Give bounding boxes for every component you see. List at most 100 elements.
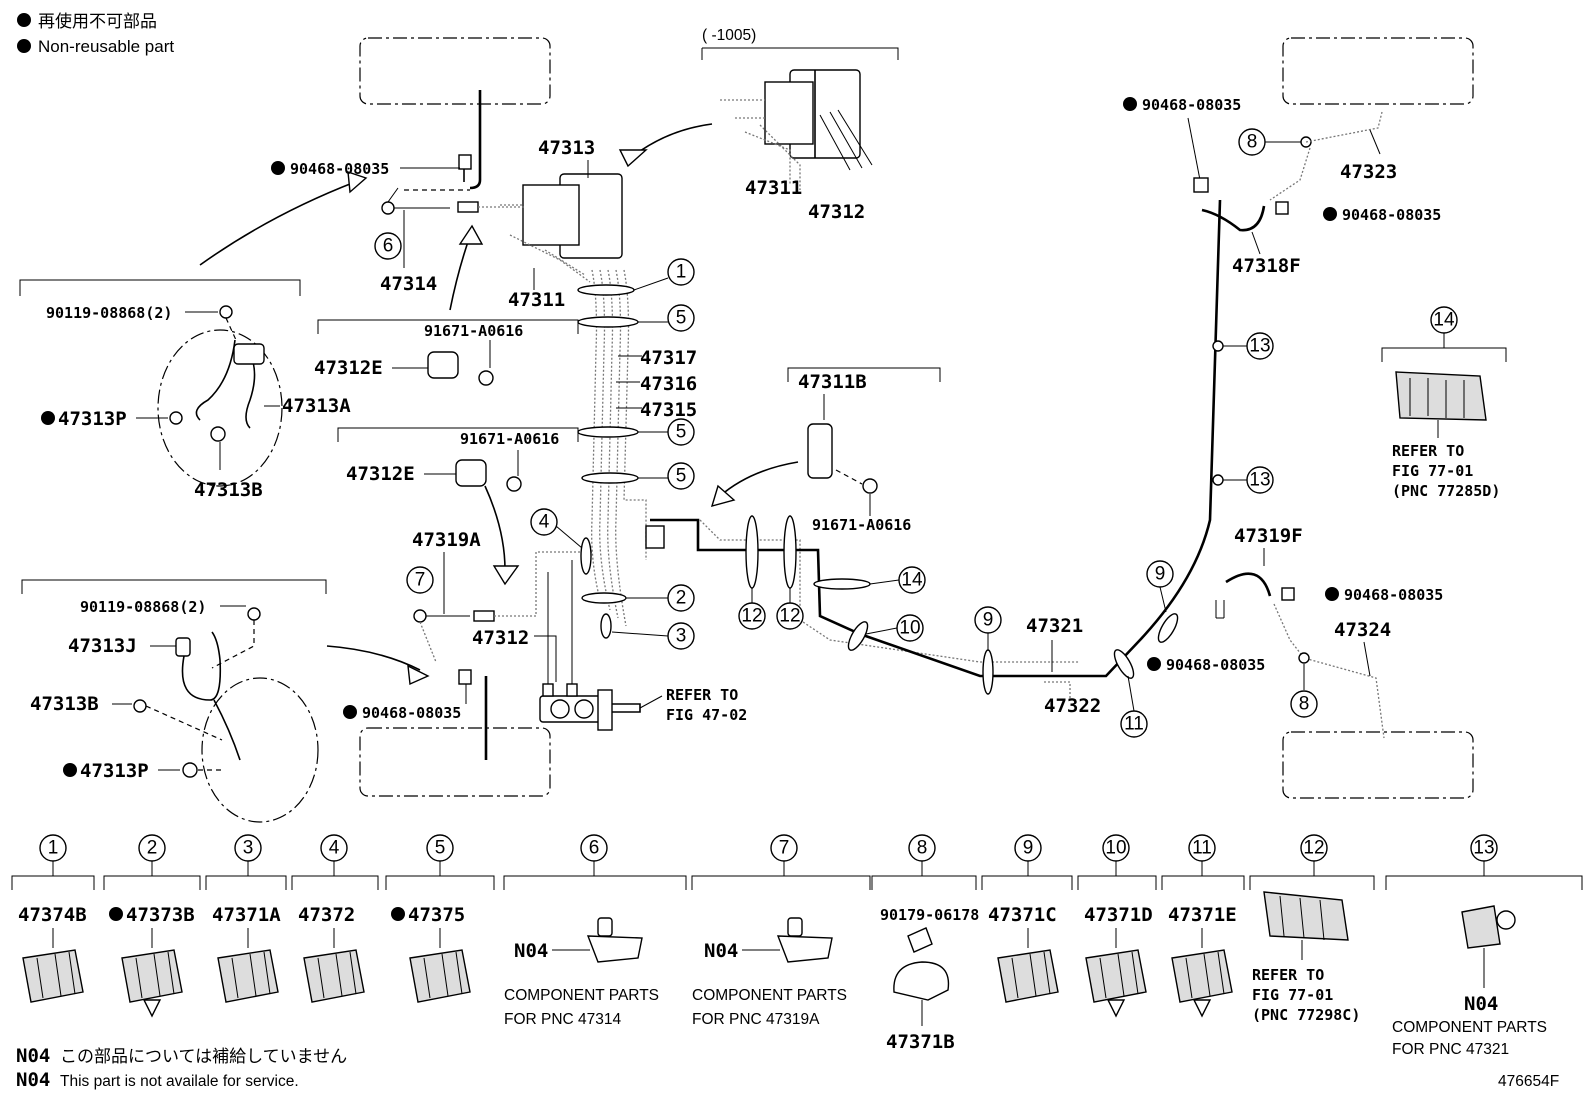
catalogue-cap1: COMPONENT PARTS bbox=[692, 987, 847, 1004]
callout-6-top: 6 bbox=[383, 236, 394, 257]
callout-14-main: 14 bbox=[901, 570, 923, 591]
catalogue-n04: N04 bbox=[1464, 993, 1498, 1015]
wheel-outlines bbox=[359, 37, 1474, 799]
rear-right-assembly: 47319F 90468-08035 90468-08035 8 47324 bbox=[1147, 525, 1443, 739]
refer-7701-c: (PNC 77285D) bbox=[1392, 482, 1500, 500]
wheel-front-left bbox=[359, 37, 551, 105]
bracket-lower: 91671-A0616 47312E bbox=[337, 427, 579, 492]
catalogue-callout-text-4: 4 bbox=[329, 838, 340, 859]
catalogue-callout-text-11: 11 bbox=[1192, 838, 1212, 859]
wheel-front-right bbox=[1282, 37, 1474, 105]
catalogue-callout-text-7: 7 bbox=[779, 838, 790, 859]
refer-4702-b: FIG 47-02 bbox=[666, 706, 747, 724]
label-90468-b: 90468-08035 bbox=[362, 704, 461, 722]
catalogue-cap1: COMPONENT PARTS bbox=[1392, 1019, 1547, 1036]
label-47313B-a: 47313B bbox=[194, 479, 263, 501]
catalogue-cap2: FOR PNC 47321 bbox=[1392, 1041, 1509, 1058]
footer-n04-jp: N04 bbox=[16, 1045, 50, 1067]
catalogue-pn: 47373B bbox=[126, 904, 195, 926]
catalogue-n04: N04 bbox=[514, 940, 548, 962]
callout-8-bottom: 8 bbox=[1299, 694, 1310, 715]
catalogue-pn: 47374B bbox=[18, 904, 87, 926]
catalogue-callout-text-8: 8 bbox=[917, 838, 928, 859]
catalogue-cap2: FOR PNC 47314 bbox=[504, 1011, 622, 1028]
callout-14-top: 14 bbox=[1433, 310, 1455, 331]
catalogue-cap1: COMPONENT PARTS bbox=[504, 987, 659, 1004]
footer: N04 この部品については補給していません N04 This part is n… bbox=[16, 1045, 1559, 1091]
caliper-group-upper: 90119-08868(2) 47313P 47313A 47313B bbox=[19, 279, 351, 501]
label-90468-f: 90468-08035 bbox=[1166, 656, 1265, 674]
caliper-group-lower: 90119-08868(2) 47313J 47313B 47313P bbox=[21, 579, 327, 823]
refer-7701-b: FIG 77-01 bbox=[1392, 462, 1473, 480]
label-90468-a: 90468-08035 bbox=[290, 160, 389, 178]
label-91671-a: 91671-A0616 bbox=[424, 322, 523, 340]
bracket-upper: 91671-A0616 47312E bbox=[314, 319, 579, 386]
lower-bundle-clamps: 4 bbox=[530, 508, 1080, 663]
label-47311-main: 47311 bbox=[508, 289, 565, 311]
catalogue-callout-text-6: 6 bbox=[589, 838, 600, 859]
label-47319F: 47319F bbox=[1234, 525, 1303, 547]
catalogue-callout-text-2: 2 bbox=[147, 838, 158, 859]
catalogue-pn: 47371C bbox=[988, 904, 1057, 926]
label-47311B: 47311B bbox=[798, 371, 867, 393]
bracket-47311B: 47311B 91671-A0616 bbox=[787, 367, 941, 534]
callout-10-main: 10 bbox=[899, 618, 920, 639]
label-47313: 47313 bbox=[538, 137, 595, 159]
master-cylinder: REFER TO FIG 47-02 bbox=[539, 560, 747, 731]
label-47313P-b: 47313P bbox=[80, 760, 149, 782]
label-47317: 47317 bbox=[640, 347, 697, 369]
callout-4-main: 4 bbox=[539, 512, 550, 533]
footer-n04-en: N04 bbox=[16, 1069, 50, 1091]
footer-jp: この部品については補給していません bbox=[60, 1047, 347, 1066]
callout-5-c: 5 bbox=[676, 466, 687, 487]
brake-line-bundle: 47317 47316 47315 47311 bbox=[508, 268, 697, 627]
front-left-assembly: 90468-08035 6 47314 bbox=[271, 90, 524, 295]
catalogue-pn: 47371E bbox=[1168, 904, 1237, 926]
catalogue-item-2: 2 47373B bbox=[103, 834, 201, 1018]
catalogue-callout-text-13: 13 bbox=[1473, 838, 1494, 859]
bottom-parts-row: 147374B247373B347371A4473725473756N04COM… bbox=[11, 834, 1583, 1058]
label-47316: 47316 bbox=[640, 373, 697, 395]
label-47311-inset: 47311 bbox=[745, 177, 802, 199]
label-47314: 47314 bbox=[380, 273, 437, 295]
catalogue-item-4: 4 47372 bbox=[291, 834, 379, 1003]
label-90468-c: 90468-08035 bbox=[1142, 96, 1241, 114]
callout-12-b: 12 bbox=[779, 606, 800, 627]
rear-left-assembly: 47319A 7 47312 90468-08035 bbox=[343, 529, 592, 760]
catalogue-pn: 47371D bbox=[1084, 904, 1153, 926]
catalogue-ref-0: REFER TO bbox=[1252, 966, 1324, 984]
callout-5-b: 5 bbox=[676, 422, 687, 443]
label-90119-a: 90119-08868(2) bbox=[46, 304, 172, 322]
callout-12-a: 12 bbox=[741, 606, 762, 627]
label-90468-e: 90468-08035 bbox=[1344, 586, 1443, 604]
front-right-assembly: 90468-08035 90468-08035 47318F 8 47323 bbox=[1123, 96, 1441, 277]
catalogue-callout-text-5: 5 bbox=[435, 838, 446, 859]
actuator-inset: 47311 47312 bbox=[720, 69, 873, 223]
wheel-rear-left bbox=[359, 727, 551, 797]
catalogue-pn: 47372 bbox=[298, 904, 355, 926]
legend: 再使用不可部品 Non-reusable part bbox=[17, 11, 174, 56]
catalogue-cap2: FOR PNC 47319A bbox=[692, 1011, 820, 1028]
callout-9-a: 9 bbox=[983, 610, 994, 631]
clamp-14-group: 14 REFER TO FIG 77-01 (PNC 77285D) bbox=[1381, 306, 1507, 500]
label-47322: 47322 bbox=[1044, 695, 1101, 717]
refer-4702-a: REFER TO bbox=[666, 686, 738, 704]
label-47313B-b: 47313B bbox=[30, 693, 99, 715]
label-47312E-b: 47312E bbox=[346, 463, 415, 485]
main-actuator: 47313 bbox=[500, 137, 623, 283]
top-note-group: ( -1005) bbox=[701, 27, 899, 60]
footer-en: This part is not availale for service. bbox=[60, 1073, 299, 1090]
label-47312E-a: 47312E bbox=[314, 357, 383, 379]
label-47313J: 47313J bbox=[68, 635, 137, 657]
catalogue-n04: N04 bbox=[704, 940, 738, 962]
catalogue-callout-text-1: 1 bbox=[48, 838, 59, 859]
catalogue-pn: 90179-06178 bbox=[880, 906, 979, 924]
